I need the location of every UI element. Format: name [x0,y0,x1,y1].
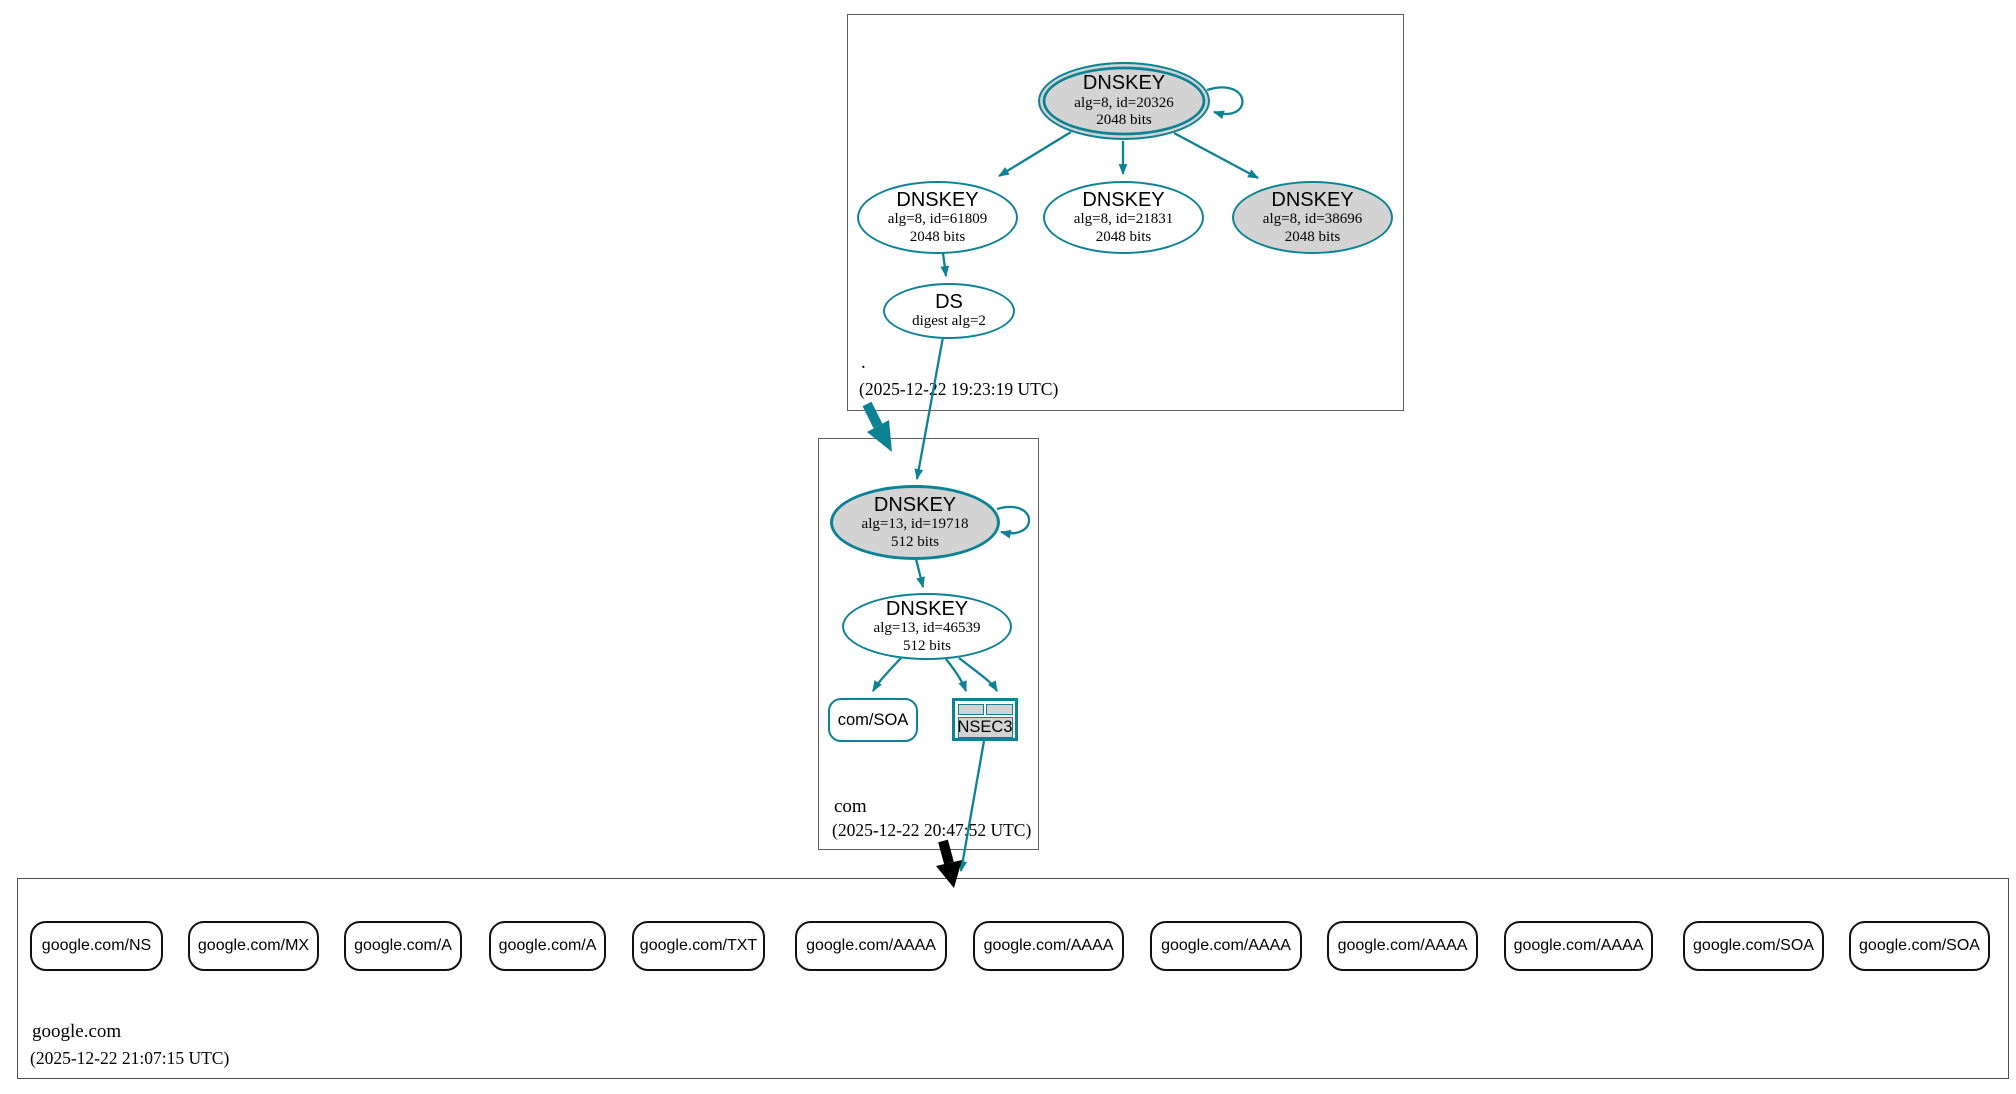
edge-ds-to-com-ksk [914,336,945,481]
edge-ksk-to-zsk-61809 [998,131,1072,177]
delegation-arrow-root-to-com [862,401,892,452]
edge-ksk-to-zsk-38696 [1173,131,1259,180]
dnskey-node-61809[interactable]: DNSKEY alg=8, id=61809 2048 bits [857,181,1018,254]
dnskey-node-38696[interactable]: DNSKEY alg=8, id=38696 2048 bits [1232,181,1393,254]
rrset-node-google-soa[interactable]: google.com/SOA [1683,921,1824,971]
rrset-node-google-ns[interactable]: google.com/NS [30,921,163,971]
edge-com-ksk-selfsign [996,505,1031,539]
ds-node[interactable]: DS digest alg=2 [883,283,1015,339]
nsec3-node[interactable]: NSEC3 [952,698,1018,741]
nsec3-cell [986,703,1013,715]
edge-zsk-to-com-soa [872,657,902,692]
rrset-node-google-txt[interactable]: google.com/TXT [632,921,765,971]
zone-timestamp-com: (2025-12-22 20:47:52 UTC) [832,820,1032,840]
rrset-node-google-aaaa[interactable]: google.com/AAAA [795,921,947,971]
nsec3-cell [957,703,984,715]
rrset-node-google-aaaa[interactable]: google.com/AAAA [1327,921,1478,971]
dnskey-node-19718[interactable]: DNSKEY alg=13, id=19718 512 bits [830,485,1000,560]
rrset-node-google-soa[interactable]: google.com/SOA [1849,921,1990,971]
edge-com-ksk-to-zsk [914,558,925,589]
zone-label-com: com [834,796,867,817]
zone-label-root: . [861,352,866,373]
edge-zsk-to-nsec3-right [958,657,998,692]
edge-zsk-to-nsec3-left [945,658,968,693]
rrset-node-google-a[interactable]: google.com/A [344,921,462,971]
rrset-node-google-aaaa[interactable]: google.com/AAAA [973,921,1124,971]
dnskey-node-20326[interactable]: DNSKEY alg=8, id=20326 2048 bits [1038,62,1210,140]
zone-timestamp-google-com: (2025-12-22 21:07:15 UTC) [30,1048,230,1068]
rrset-node-google-mx[interactable]: google.com/MX [188,921,319,971]
zone-box-com [818,438,1039,850]
zone-box-root [847,14,1404,411]
edge-zsk-to-ds [940,252,950,278]
dnskey-node-46539[interactable]: DNSKEY alg=13, id=46539 512 bits [842,593,1012,660]
rrset-node-google-aaaa[interactable]: google.com/AAAA [1504,921,1653,971]
rrset-node-com-soa[interactable]: com/SOA [828,698,918,742]
edge-root-ksk-selfsign [1206,86,1244,120]
rrset-node-google-a[interactable]: google.com/A [489,921,606,971]
dnskey-node-21831[interactable]: DNSKEY alg=8, id=21831 2048 bits [1043,181,1204,254]
zone-timestamp-root: (2025-12-22 19:23:19 UTC) [859,379,1059,399]
zone-label-google-com: google.com [32,1021,122,1042]
rrset-node-google-aaaa[interactable]: google.com/AAAA [1150,921,1302,971]
delegation-arrow-com-to-google [936,839,962,888]
edge-nsec3-to-google [958,740,986,873]
zone-box-google-com [17,878,2009,1079]
